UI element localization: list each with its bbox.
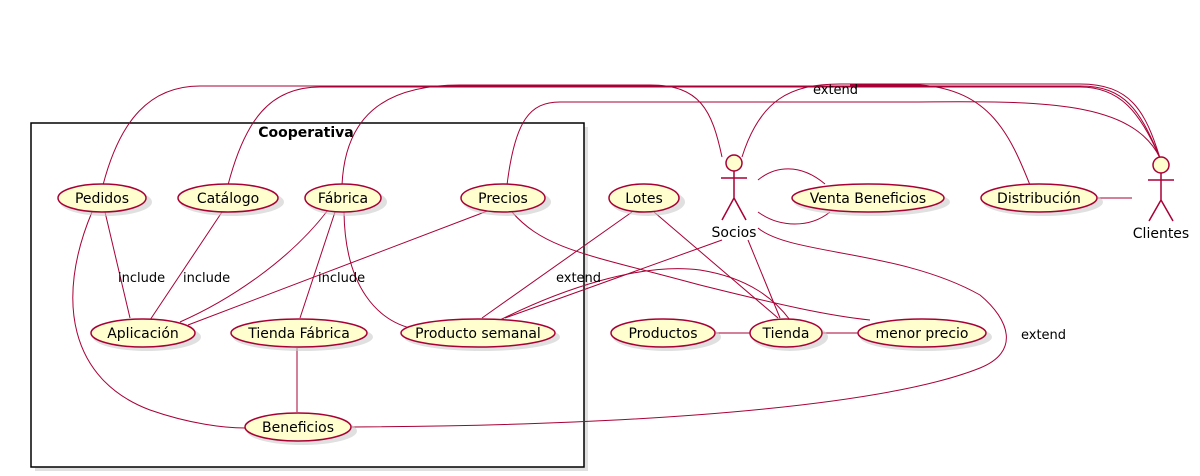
- usecase-tienda-fabrica[interactable]: Tienda Fábrica: [230, 318, 373, 351]
- actor-body: [721, 171, 747, 221]
- edge-socios-producto-semanal: [504, 239, 723, 319]
- usecase-producto-semanal[interactable]: Producto semanal: [400, 318, 560, 351]
- edges: [72, 83, 1161, 429]
- edge-socios-venta-beneficios-upper: [757, 168, 826, 185]
- usecase-label: Distribución: [997, 191, 1081, 207]
- usecase-label: Fábrica: [318, 191, 368, 207]
- usecase-label: Catálogo: [197, 191, 259, 207]
- usecase-label: Venta Beneficios: [810, 191, 926, 207]
- edge-precios-aplicacion: [187, 209, 491, 326]
- usecase-label: Pedidos: [75, 191, 129, 207]
- usecase-label: Aplicación: [107, 326, 179, 342]
- usecase-label: Beneficios: [262, 420, 334, 436]
- actor-label: Socios: [712, 225, 757, 241]
- usecase-label: Producto semanal: [415, 326, 541, 342]
- edge-fabrica-socios: [341, 84, 723, 186]
- usecase-menor-precio[interactable]: menor precio: [857, 318, 992, 351]
- usecase-pedidos[interactable]: Pedidos: [57, 183, 152, 216]
- edge-labels: include include include extend extend ex…: [118, 83, 1066, 343]
- usecase-tienda[interactable]: Tienda: [749, 318, 828, 351]
- edge-distribucion-socios: [850, 84, 1031, 186]
- edge-precios-menor-precio: [511, 211, 871, 321]
- edge-socios-venta-beneficios-lower: [757, 211, 831, 225]
- edge-socios-clientes: [741, 83, 1161, 159]
- usecase-label: Tienda Fábrica: [247, 326, 350, 342]
- edge-precios-clientes: [506, 101, 1161, 186]
- edge-lotes-producto-semanal: [481, 211, 633, 319]
- usecase-label: Tienda: [762, 326, 810, 342]
- package-title: Cooperativa: [258, 125, 353, 141]
- usecase-productos[interactable]: Productos: [610, 318, 721, 351]
- usecase-venta-beneficios[interactable]: Venta Beneficios: [791, 183, 950, 216]
- edge-label-extend: extend: [556, 271, 601, 286]
- edge-label-include: include: [118, 271, 165, 286]
- usecase-label: Precios: [478, 191, 528, 207]
- edge-label-include: include: [183, 271, 230, 286]
- usecase-lotes[interactable]: Lotes: [608, 183, 685, 216]
- usecase-beneficios[interactable]: Beneficios: [244, 412, 357, 445]
- edge-fabrica-producto-semanal: [343, 211, 411, 329]
- edge-catalogo-clientes: [227, 86, 1161, 186]
- edge-lotes-tienda: [653, 211, 779, 319]
- edge-catalogo-aplicacion: [149, 211, 223, 321]
- edge-label-extend: extend: [813, 83, 858, 98]
- edge-socios-beneficios: [351, 227, 1007, 428]
- usecase-aplicacion[interactable]: Aplicación: [90, 318, 201, 351]
- usecases: Pedidos Catálogo Fábrica Precios Aplicac…: [57, 183, 1103, 445]
- edge-pedidos-beneficios: [72, 211, 246, 429]
- edge-fabrica-aplicacion: [179, 209, 329, 323]
- usecase-label: Productos: [628, 326, 697, 342]
- usecase-label: Lotes: [625, 191, 663, 207]
- usecase-precios[interactable]: Precios: [460, 183, 551, 216]
- actor-label: Clientes: [1133, 226, 1189, 242]
- edge-pedidos-aplicacion: [104, 211, 131, 319]
- usecase-catalogo[interactable]: Catálogo: [177, 183, 284, 216]
- actor-head: [725, 154, 743, 172]
- actor-clientes[interactable]: Clientes: [1133, 156, 1189, 242]
- edge-fabrica-tienda-fabrica: [299, 211, 336, 319]
- edge-label-extend: extend: [1021, 328, 1066, 343]
- usecase-fabrica[interactable]: Fábrica: [304, 183, 387, 216]
- actor-body: [1148, 173, 1174, 222]
- edge-label-include: include: [318, 271, 365, 286]
- actor-head: [1152, 156, 1170, 174]
- actor-socios[interactable]: Socios: [712, 154, 757, 241]
- edge-producto-semanal-tienda: [499, 268, 791, 321]
- usecase-distribucion[interactable]: Distribución: [980, 183, 1103, 216]
- edge-pedidos-clientes: [102, 85, 1161, 186]
- edge-socios-tienda: [747, 239, 781, 319]
- usecase-label: menor precio: [876, 326, 969, 342]
